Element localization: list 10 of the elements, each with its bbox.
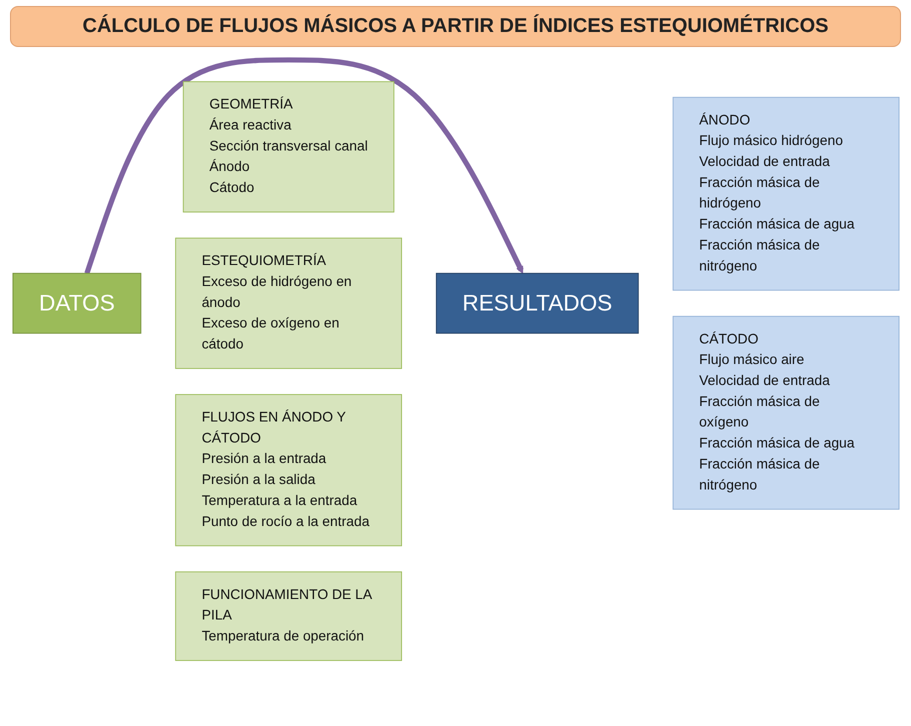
node-box: GEOMETRÍA Área reactiva Sección transversal canal Ánodo Cátodo xyxy=(182,81,394,212)
arrow xyxy=(84,57,524,274)
node-box: FLUJOS EN ÁNODO Y CÁTODO Presión a la entrada Presión a la salida Temperatura a la entrada Punto de rocío a la entrada xyxy=(174,394,402,546)
title-banner: CÁLCULO DE FLUJOS MÁSICOS A PARTIR DE ÍNDICES ESTEQUIOMÉTRICOS xyxy=(10,6,901,47)
node-box: CÁTODO Flujo másico aire Velocidad de entrada Fracción másica de oxígeno Fracción másica de agua Fracción másica de nitrógeno xyxy=(672,316,899,510)
node-box: DATOS xyxy=(12,272,141,334)
node-box: ESTEQUIOMETRÍA Exceso de hidrógeno en ánodo Exceso de oxígeno en cátodo xyxy=(174,238,402,369)
node-box: FUNCIONAMIENTO DE LA PILA Temperatura de operación xyxy=(174,571,402,661)
node-box: RESULTADOS xyxy=(435,272,638,334)
node-box: ÁNODO Flujo másico hidrógeno Velocidad de entrada Fracción másica de hidrógeno Fracción másica de agua Fracción másica de nitrógeno xyxy=(672,96,899,291)
